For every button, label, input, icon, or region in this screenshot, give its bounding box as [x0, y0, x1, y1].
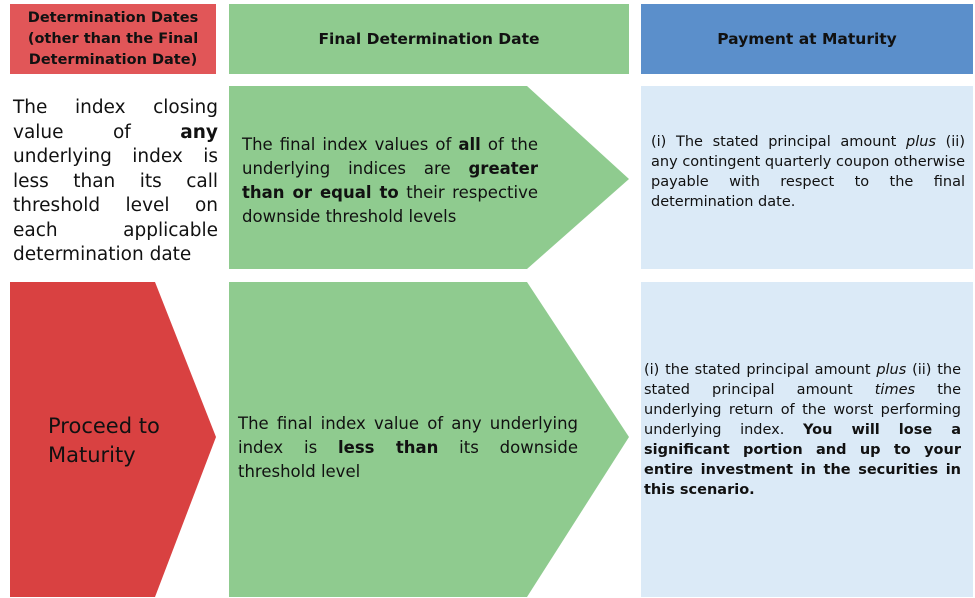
determination-dates-header-label: Determination Dates (other than the Fina…	[27, 9, 199, 68]
row2-green-arrow	[229, 282, 629, 597]
loss-warning: You will lose a significant portion and …	[644, 422, 961, 498]
row1-call-condition-text: The index closing value of any underlyin…	[13, 97, 218, 265]
row2-payment-text: (i) the stated principal amount plus (ii…	[644, 362, 961, 498]
row1-green-arrow	[229, 86, 629, 269]
row1-final-condition-text: The final index values of all of the und…	[242, 135, 538, 226]
proceed-to-maturity-label: Proceed to Maturity	[48, 414, 160, 467]
final-determination-date-header: Final Determination Date	[229, 4, 629, 74]
row2-payment-box	[641, 282, 973, 597]
row1-payment-box	[641, 86, 973, 269]
row2-final-condition-text: The final index value of any underlying …	[238, 414, 578, 481]
row1-payment-text: (i) The stated principal amount plus (ii…	[651, 134, 965, 210]
final-determination-date-header-label: Final Determination Date	[318, 30, 540, 48]
payment-at-maturity-header: Payment at Maturity	[641, 4, 973, 74]
any-emphasis: any	[180, 121, 218, 143]
payment-at-maturity-header-label: Payment at Maturity	[717, 30, 897, 48]
row2-red-arrow	[10, 282, 216, 597]
determination-dates-header: Determination Dates (other than the Fina…	[10, 4, 216, 74]
